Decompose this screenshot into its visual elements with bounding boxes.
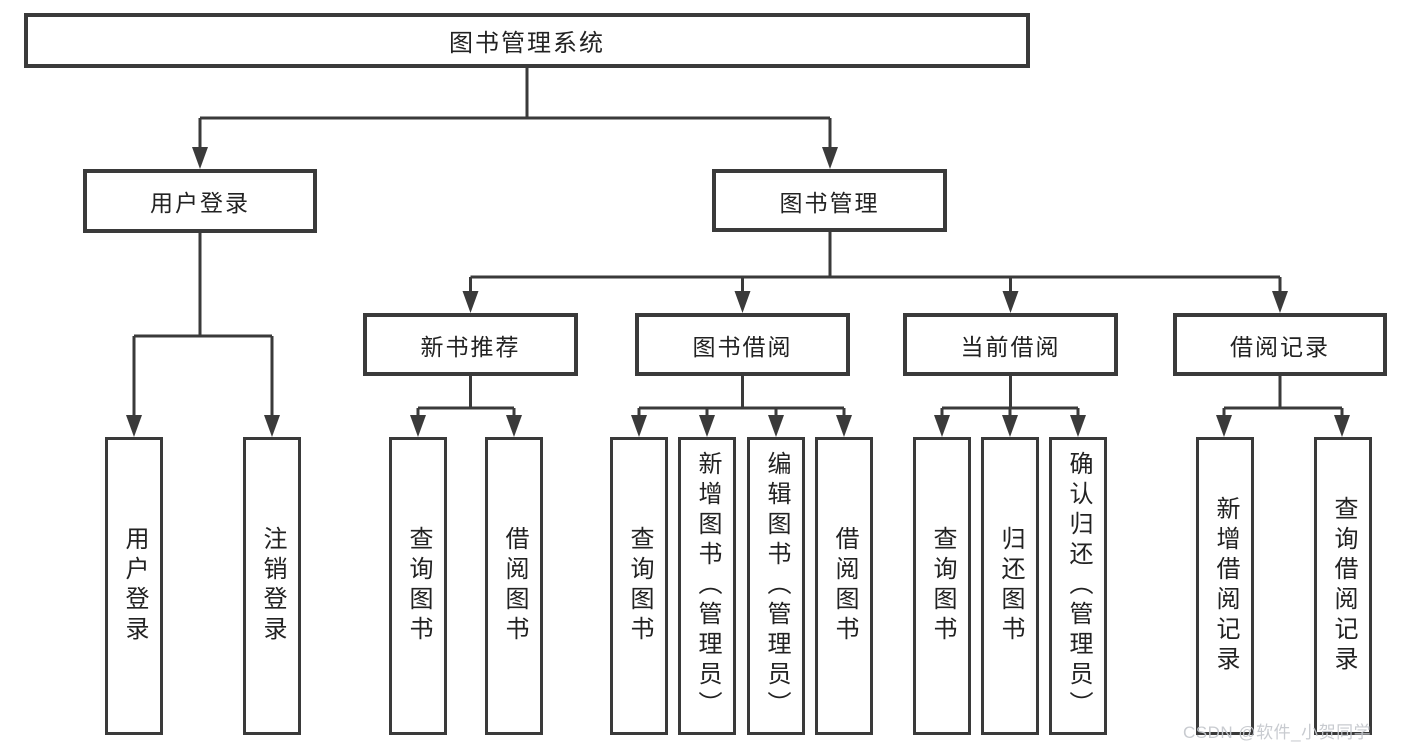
leaf-return-book: 归还图书 [981,437,1039,735]
leaf-query-books-borrowing: 查询图书 [610,437,668,735]
watermark: CSDN @软件_小贺同学 [1183,723,1372,742]
leaf-user-login: 用户登录 [105,437,163,735]
leaf-logout: 注销登录 [243,437,301,735]
leaf-confirm-return-admin: 确认归还（管理员） [1049,437,1107,735]
leaf-query-books-current: 查询图书 [913,437,971,735]
node-user-login: 用户登录 [83,169,317,233]
leaf-borrow-books-recommend: 借阅图书 [485,437,543,735]
node-borrowing-records: 借阅记录 [1173,313,1387,376]
leaf-borrow-books-borrowing: 借阅图书 [815,437,873,735]
node-new-book-recommendation: 新书推荐 [363,313,578,376]
leaf-query-borrow-record: 查询借阅记录 [1314,437,1372,735]
leaf-add-borrow-record: 新增借阅记录 [1196,437,1254,735]
node-book-management: 图书管理 [712,169,947,232]
leaf-edit-book-admin: 编辑图书（管理员） [747,437,805,735]
leaf-add-book-admin: 新增图书（管理员） [678,437,736,735]
leaf-query-books-recommend: 查询图书 [389,437,447,735]
node-library-management-system: 图书管理系统 [24,13,1030,68]
node-current-borrowing: 当前借阅 [903,313,1118,376]
node-book-borrowing: 图书借阅 [635,313,850,376]
